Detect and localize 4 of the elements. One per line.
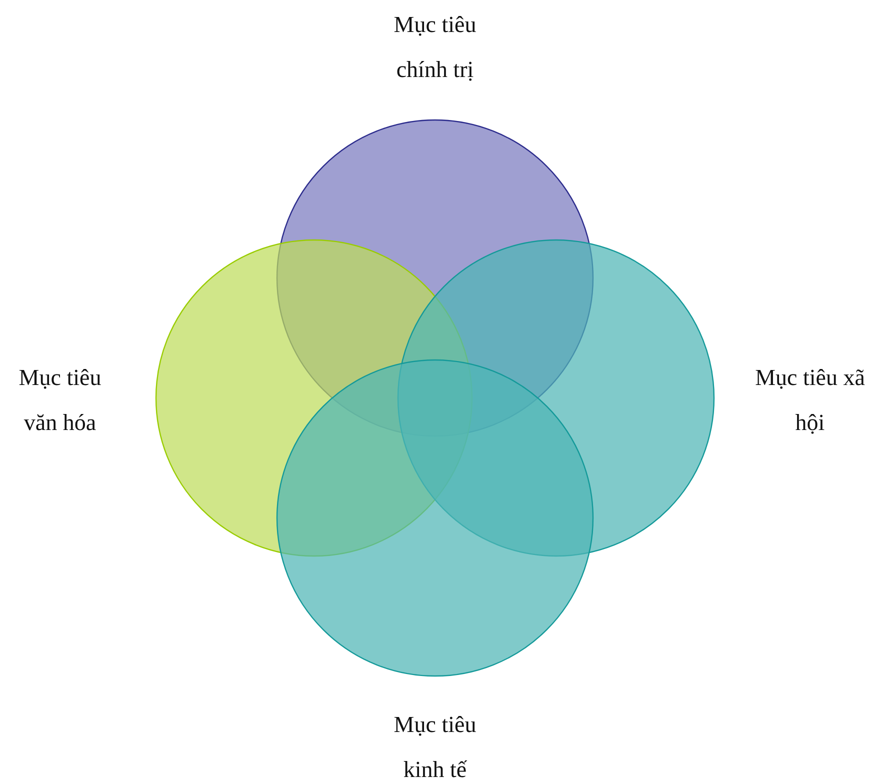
circle-label: Mục tiêu xã hội bbox=[754, 364, 866, 437]
circle-label: Mục tiêu kinh tế bbox=[392, 711, 478, 780]
circle-label: Mục tiêu chính trị bbox=[392, 11, 478, 84]
circle-label: Mục tiêu văn hóa bbox=[18, 364, 102, 437]
